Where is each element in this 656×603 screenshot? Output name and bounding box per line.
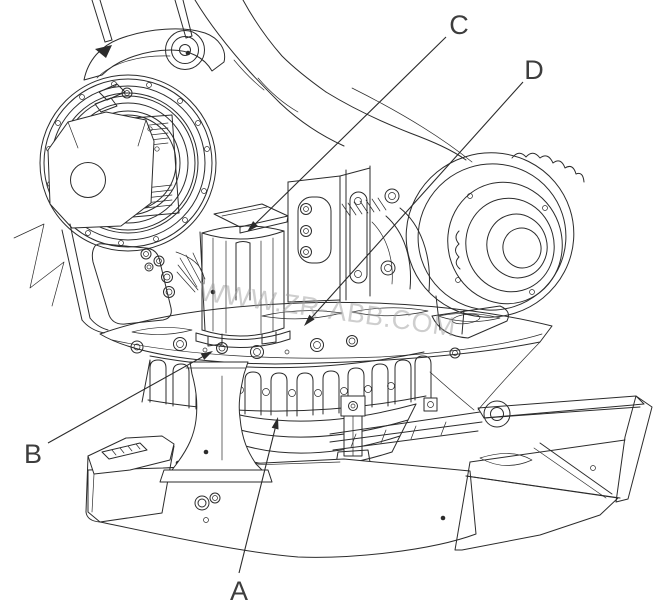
callout-label-a: A <box>230 576 248 603</box>
axis1-motor <box>195 203 291 348</box>
left-support-casting <box>13 223 206 334</box>
plug-bolt-b-target <box>216 342 228 354</box>
gear-teeth <box>511 152 585 183</box>
threaded-shaft <box>341 197 387 217</box>
callout-B: B <box>24 351 213 469</box>
top-bracket <box>83 28 226 113</box>
arrowhead-c <box>247 221 258 232</box>
shaft-bore <box>70 162 106 198</box>
guide-roller <box>483 400 511 428</box>
watermark: WWW.ZR-ABB.COM <box>197 276 458 342</box>
cable-tray-fork <box>329 371 653 551</box>
plate-bolts <box>130 335 461 359</box>
base-front-plate <box>87 458 477 558</box>
front-trestle <box>159 361 273 483</box>
ring-gear-holes <box>236 382 395 397</box>
arrowhead-b <box>200 351 213 360</box>
ring-gear <box>141 351 438 417</box>
support-post-right <box>335 395 371 465</box>
callouts: C D B A <box>24 10 544 603</box>
axis2-flange <box>39 74 217 252</box>
callout-C: C <box>247 10 469 232</box>
callout-A: A <box>230 417 279 603</box>
fan-ribs <box>175 251 206 293</box>
center-housing <box>287 165 371 303</box>
watermark-text: WWW.ZR-ABB.COM <box>197 276 458 342</box>
arrowhead-d <box>304 314 315 326</box>
arrowhead-a <box>271 417 279 430</box>
callout-label-b: B <box>24 439 42 469</box>
callout-D: D <box>304 55 544 326</box>
upper-arm-frame <box>91 0 473 163</box>
callout-label-c: C <box>449 10 469 40</box>
callout-label-d: D <box>524 55 544 85</box>
truss-webs <box>13 223 65 307</box>
base-frame <box>85 435 477 558</box>
left-foot-pad <box>87 435 175 475</box>
gear-unit <box>341 152 585 339</box>
